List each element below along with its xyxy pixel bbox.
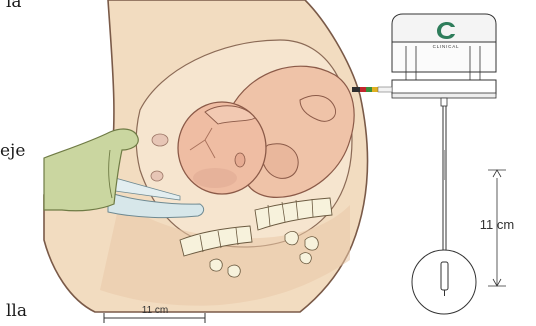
device-rod — [441, 98, 447, 262]
device-connector-plate — [392, 80, 496, 98]
anatomy-scale-label: 11 cm — [142, 305, 169, 316]
device-cable-tip — [352, 87, 392, 92]
device-diagram: CLINICAL — [352, 14, 514, 314]
tissue-blob — [152, 134, 168, 146]
anatomy-illustration: 11 cm — [44, 0, 368, 323]
fetus-ear — [235, 153, 245, 167]
device-scale-label: 11 cm — [480, 217, 514, 232]
device-probe-bulb — [412, 250, 476, 314]
fetus-cheek-shadow — [193, 168, 237, 188]
device-dimension-bar: 11 cm — [480, 170, 514, 286]
brand-name: CLINICAL — [433, 44, 460, 49]
tissue-blob — [151, 171, 163, 181]
device-housing: CLINICAL — [392, 14, 496, 80]
